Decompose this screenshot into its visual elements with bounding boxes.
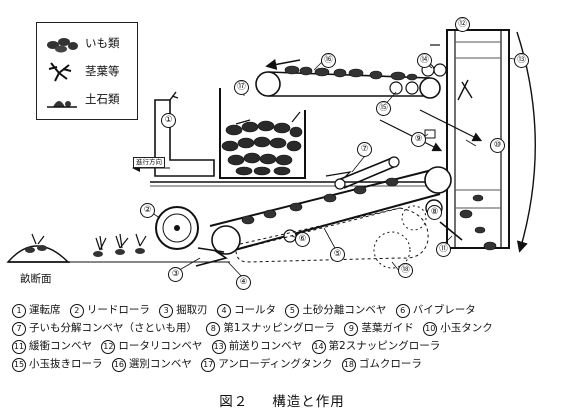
- callout-4: ④: [236, 274, 251, 290]
- legend-item-soil: 土石類: [45, 87, 133, 111]
- callout-7: ⑦: [357, 141, 372, 157]
- field-ridge: [6, 233, 230, 263]
- callout-8: ⑧: [427, 204, 442, 220]
- callout-15: ⑮: [376, 100, 391, 116]
- callout-16: ⑯: [321, 52, 336, 68]
- stem-leaf-icon: [48, 62, 72, 82]
- soil-separation-conveyor: [209, 166, 452, 255]
- callout-3: ③: [168, 266, 183, 282]
- travel-direction-label: 進行方向: [133, 157, 165, 168]
- legend-label-stems: 茎葉等: [85, 64, 120, 78]
- figure-title: 構造と作用: [272, 394, 345, 410]
- callout-9: ⑨: [411, 131, 426, 147]
- callout-13: ⑬: [514, 52, 529, 68]
- callout-10: ⑩: [490, 137, 505, 153]
- field-surface-label: 畝断面: [20, 273, 52, 285]
- callout-14: ⑭: [417, 52, 432, 68]
- figure-number: 図２: [219, 394, 249, 410]
- potato-cluster-icon: [47, 38, 78, 53]
- harvester-diagram: いも類 茎葉等 土石類 進行方向 畝断面 ① ② ③ ④ ⑤ ⑥ ⑦ ⑧ ⑨ ⑩…: [6, 16, 536, 290]
- rubber-crawler: [235, 205, 429, 269]
- callout-18: ⑱: [398, 262, 413, 278]
- figure-caption: 図２ 構造と作用: [0, 390, 564, 410]
- callout-2: ②: [140, 202, 155, 218]
- sorting-conveyor: [255, 58, 441, 99]
- callout-1: ①: [161, 112, 176, 128]
- lead-roller: [155, 206, 199, 250]
- soil-stone-icon: [47, 101, 77, 108]
- callout-5: ⑤: [330, 246, 345, 262]
- harvester-drawing: [6, 26, 536, 282]
- callout-17: ⑰: [234, 79, 249, 95]
- legend-label-potatoes: いも類: [85, 36, 120, 50]
- callout-12: ⑫: [455, 16, 470, 32]
- callout-6: ⑥: [295, 231, 310, 247]
- taro-conveyor: [334, 156, 400, 190]
- legend: いも類 茎葉等 土石類: [36, 22, 138, 120]
- legend-label-soil: 土石類: [85, 92, 120, 106]
- unloading-tank: [219, 88, 306, 179]
- callout-11: ⑪: [436, 241, 451, 257]
- legend-item-stems: 茎葉等: [45, 59, 133, 83]
- legend-item-potatoes: いも類: [45, 31, 133, 55]
